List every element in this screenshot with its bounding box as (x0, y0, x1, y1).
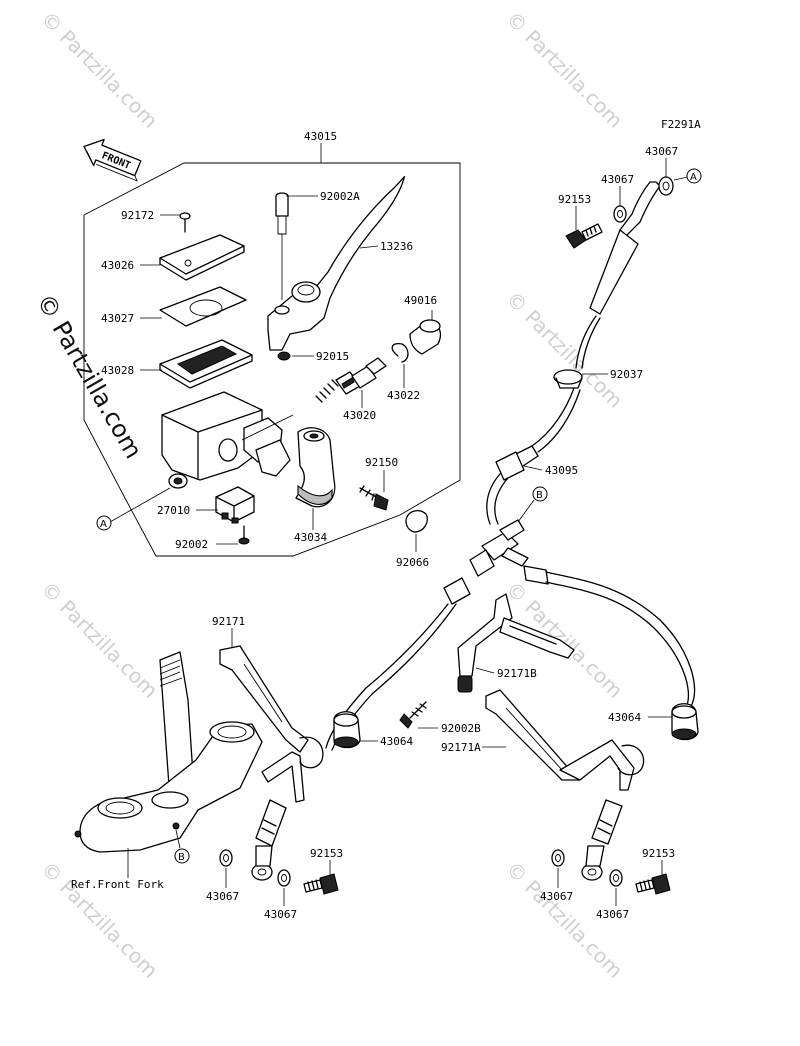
steering-stem (74, 651, 263, 853)
label-43067-lower-right-b: 43067 (596, 908, 629, 921)
label-43015: 43015 (304, 130, 337, 143)
label-49016: 49016 (404, 294, 437, 307)
assembly-outline (83, 162, 461, 557)
washer-43067-lower-left-a (219, 849, 233, 867)
bolt-92002B (399, 701, 427, 729)
front-arrow-icon: FRONT (83, 138, 142, 182)
label-92172: 92172 (121, 209, 154, 222)
ref-front-fork: Ref.Front Fork (71, 878, 164, 891)
bracket-92171 (219, 645, 324, 803)
washer-43067-top-a (613, 205, 627, 223)
callout-A-left: A (96, 515, 112, 531)
label-92153-top: 92153 (558, 193, 591, 206)
callout-A-right: A (686, 168, 702, 184)
switch-27010 (215, 486, 255, 524)
brake-hose-left (325, 577, 471, 751)
label-92171B: 92171B (497, 667, 537, 680)
bolt-92150 (359, 485, 389, 511)
grommet-43064-left (333, 711, 361, 749)
nut-92015 (277, 351, 291, 361)
washer-43067-top-b (658, 176, 674, 196)
label-92015: 92015 (316, 350, 349, 363)
master-cylinder-body (161, 391, 294, 489)
brake-hose-junction (469, 519, 529, 577)
label-43067-lower-left-b: 43067 (264, 908, 297, 921)
label-43027: 43027 (101, 312, 134, 325)
screw-92002 (238, 525, 250, 545)
label-43026: 43026 (101, 259, 134, 272)
watermark-1: © Partzilla.com (36, 7, 162, 133)
cap-92066 (405, 509, 428, 533)
label-43028: 43028 (101, 364, 134, 377)
label-92171: 92171 (212, 615, 245, 628)
label-92150: 92150 (365, 456, 398, 469)
watermark-3: © Partzilla.com (501, 287, 627, 413)
label-43067-top-a: 43067 (601, 173, 634, 186)
label-92153-right: 92153 (642, 847, 675, 860)
boot-49016 (409, 319, 442, 355)
brake-hose-right (523, 565, 696, 709)
bracket-92171A (485, 689, 645, 791)
label-92066: 92066 (396, 556, 429, 569)
label-27010: 27010 (157, 504, 190, 517)
callout-B-right: B (532, 486, 548, 502)
label-92002B: 92002B (441, 722, 481, 735)
figure-code: F2291A (661, 118, 701, 131)
label-43034: 43034 (294, 531, 327, 544)
lever-13236 (267, 176, 406, 351)
clamp-92037 (553, 369, 583, 389)
label-92171A: 92171A (441, 741, 481, 754)
bracket-92171B (457, 593, 575, 693)
circlip-43022 (391, 342, 409, 363)
clamp-43034 (295, 427, 336, 508)
label-43064-left: 43064 (380, 735, 413, 748)
brake-hose-upper (486, 181, 661, 525)
callout-a-text-2: A (690, 172, 697, 183)
washer-43067-lower-right-a (551, 849, 565, 867)
banjo-fitting-left (251, 799, 287, 881)
washer-43067-lower-right-b (609, 869, 623, 887)
watermark-4: © Partzilla.com (36, 577, 162, 703)
bolt-92153-right (635, 873, 671, 895)
label-92002: 92002 (175, 538, 208, 551)
callout-b-text: B (536, 490, 543, 501)
label-43095: 43095 (545, 464, 578, 477)
label-43022: 43022 (387, 389, 420, 402)
bolt-92153-top (565, 223, 603, 249)
label-43067-lower-right-a: 43067 (540, 890, 573, 903)
callout-B-left: B (174, 848, 190, 864)
washer-43067-lower-left-b (277, 869, 291, 887)
grommet-43064-right (671, 703, 699, 741)
label-92153-left: 92153 (310, 847, 343, 860)
bolt-92153-left (303, 873, 339, 895)
label-43020: 43020 (343, 409, 376, 422)
label-43064-right: 43064 (608, 711, 641, 724)
watermark-6: © Partzilla.com (36, 857, 162, 983)
callout-b-text-2: B (178, 852, 185, 863)
screw-92172 (179, 212, 191, 233)
pivot-bolt-92002A (275, 192, 289, 300)
reservoir-cap-43026 (159, 234, 245, 281)
banjo-fitting-right (581, 799, 623, 881)
callout-a-text: A (100, 519, 107, 530)
diaphragm-43028 (159, 339, 253, 389)
watermark-2: © Partzilla.com (501, 7, 627, 133)
label-43067-lower-left-a: 43067 (206, 890, 239, 903)
piston-43020 (315, 357, 387, 403)
label-92037: 92037 (610, 368, 643, 381)
label-13236: 13236 (380, 240, 413, 253)
label-43067-top-b: 43067 (645, 145, 678, 158)
plate-43027 (159, 286, 247, 327)
label-92002A: 92002A (320, 190, 360, 203)
